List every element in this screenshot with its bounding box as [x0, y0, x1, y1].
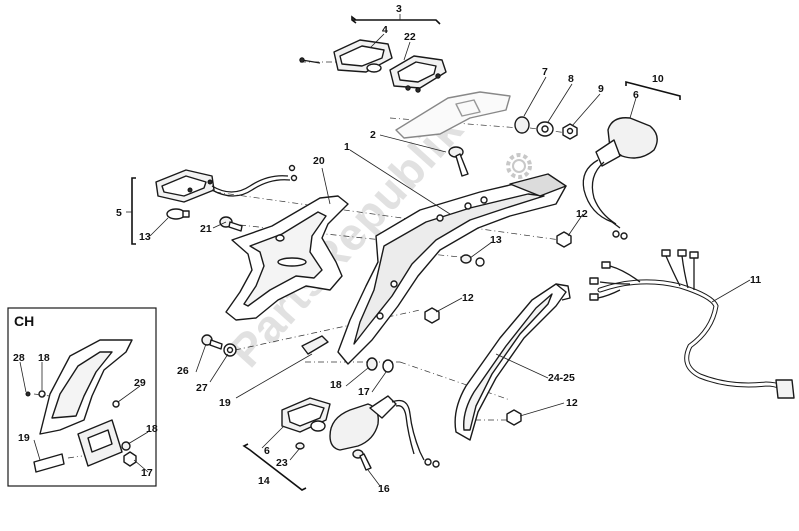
inset-callout-29: 29 — [134, 377, 146, 389]
fastener-group-26-27 — [201, 334, 329, 357]
callout-6-upper: 6 — [633, 89, 639, 101]
ch-inset-panel: CH — [7, 307, 157, 487]
inset-callout-28: 28 — [13, 352, 25, 364]
callout-27: 27 — [196, 382, 208, 394]
license-plate-holder — [337, 173, 567, 365]
fastener-group-7-8-9 — [514, 116, 578, 140]
tail-light-assembly — [299, 15, 511, 139]
callout-labels: 3 4 22 7 8 9 10 6 2 1 20 5 13 21 12 13 1… — [13, 3, 761, 495]
callout-23: 23 — [276, 457, 288, 469]
callout-16: 16 — [378, 483, 390, 495]
mudguard — [454, 283, 571, 441]
callout-20: 20 — [313, 155, 325, 167]
inset-callout-17: 17 — [141, 467, 153, 479]
inset-title: CH — [14, 313, 34, 329]
callout-13: 13 — [490, 234, 502, 246]
callout-12-a: 12 — [576, 208, 588, 220]
callout-26: 26 — [177, 365, 189, 377]
inset-callout-18-a: 18 — [38, 352, 50, 364]
callout-12-c: 12 — [566, 397, 578, 409]
washers-17-18 — [366, 357, 394, 373]
callout-5: 5 — [116, 207, 122, 219]
license-light — [131, 164, 298, 245]
callout-2: 2 — [370, 129, 376, 141]
inset-callout-19: 19 — [18, 432, 30, 444]
callout-24-25: 24-25 — [548, 372, 575, 384]
turn-indicator-right — [582, 80, 681, 240]
gear-icon — [506, 153, 532, 179]
callout-8: 8 — [568, 73, 574, 85]
callout-7: 7 — [542, 66, 548, 78]
screw-13 — [460, 254, 485, 267]
callout-14: 14 — [258, 475, 270, 487]
callout-12-b: 12 — [462, 292, 474, 304]
callout-11: 11 — [750, 274, 761, 286]
leader-lines — [19, 14, 751, 487]
turn-indicator-left — [242, 395, 440, 491]
callout-10: 10 — [652, 73, 664, 85]
callout-21: 21 — [200, 223, 212, 235]
callout-3: 3 — [396, 3, 402, 15]
screw-21 — [219, 216, 243, 232]
callout-22: 22 — [404, 31, 416, 43]
inset-callout-18-b: 18 — [146, 423, 158, 435]
callout-17: 17 — [358, 386, 370, 398]
callout-4: 4 — [382, 24, 388, 36]
callout-15: 13 — [139, 231, 151, 243]
callout-18: 18 — [330, 379, 342, 391]
callout-19: 19 — [219, 397, 231, 409]
screw-2 — [448, 146, 469, 177]
support-frame — [225, 195, 349, 321]
callout-6-lower: 6 — [264, 445, 270, 457]
wiring-harness — [589, 249, 795, 399]
nuts-12 — [424, 231, 572, 426]
callout-9: 9 — [598, 83, 604, 95]
callout-1: 1 — [344, 141, 350, 153]
